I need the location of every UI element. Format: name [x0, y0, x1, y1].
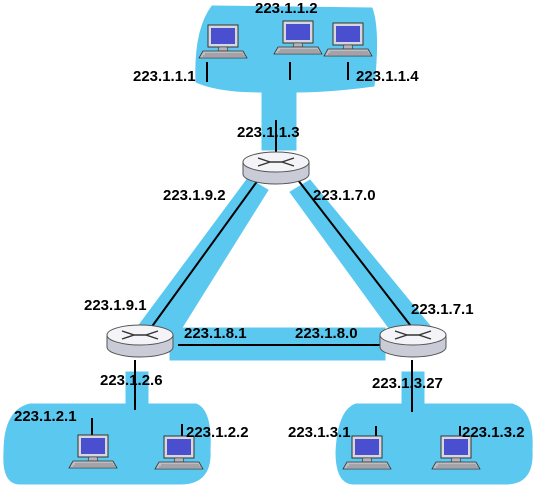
label-host-223-1-1-4: 223.1.1.4 [356, 68, 419, 85]
label-host-223-1-3-2: 223.1.3.2 [462, 424, 525, 441]
label-router-223-1-3-27: 223.1.3.27 [372, 375, 443, 392]
router-icon [242, 151, 310, 185]
label-host-223-1-2-1: 223.1.2.1 [14, 408, 77, 425]
label-router-223-1-2-6: 223.1.2.6 [100, 372, 163, 389]
labels-layer: 223.1.1.1 223.1.1.2 223.1.1.4 223.1.1.3 … [14, 0, 525, 441]
router-icon [379, 324, 447, 358]
label-host-223-1-1-2: 223.1.1.2 [255, 0, 318, 17]
link-r1-r2 [147, 179, 259, 333]
router-icon [106, 324, 174, 358]
label-router-223-1-1-3: 223.1.1.3 [237, 124, 300, 141]
label-router-223-1-8-1: 223.1.8.1 [184, 325, 247, 342]
links-layer [91, 62, 461, 444]
label-host-223-1-1-1: 223.1.1.1 [133, 68, 196, 85]
subnet-223-1-2 [3, 371, 211, 485]
subnets-layer [3, 5, 533, 485]
subnet-223-1-7 [289, 179, 441, 347]
label-router-223-1-9-2: 223.1.9.2 [163, 187, 226, 204]
link-r1-r3 [297, 179, 415, 331]
label-router-223-1-7-0: 223.1.7.0 [313, 187, 376, 204]
label-router-223-1-9-1: 223.1.9.1 [84, 297, 147, 314]
label-host-223-1-3-1: 223.1.3.1 [288, 424, 351, 441]
label-router-223-1-7-1: 223.1.7.1 [411, 301, 474, 318]
label-router-223-1-8-0: 223.1.8.0 [295, 325, 358, 342]
subnet-223-1-3 [335, 371, 533, 485]
subnet-223-1-1 [195, 5, 378, 151]
label-host-223-1-2-2: 223.1.2.2 [186, 424, 249, 441]
